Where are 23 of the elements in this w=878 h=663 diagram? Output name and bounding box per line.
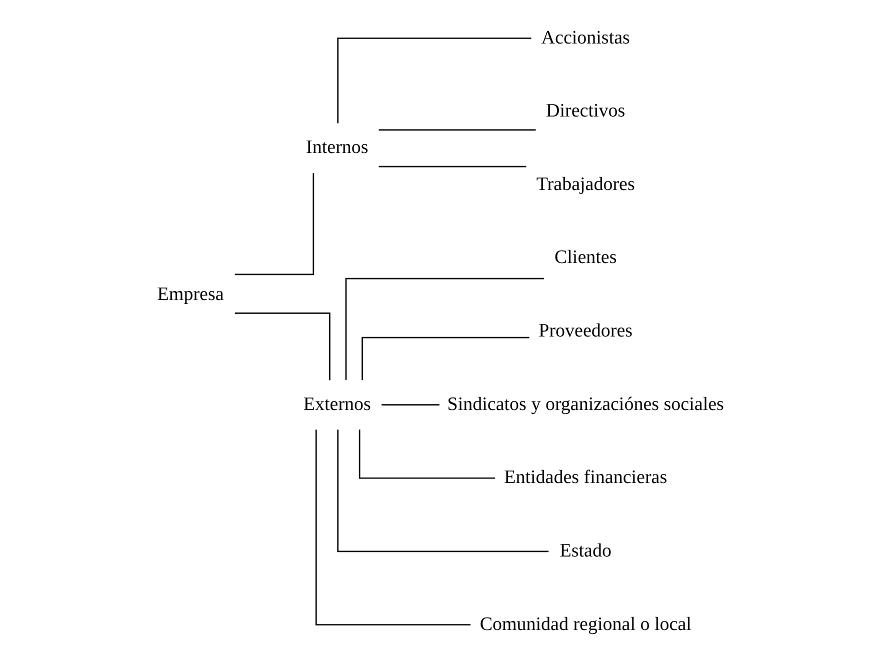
node-text: Trabajadores	[536, 174, 635, 195]
node-text: Proveedores	[538, 320, 633, 342]
node-text: Sindicatos y organizaciónes sociales	[447, 394, 724, 415]
node-text: Empresa	[157, 284, 224, 305]
connector	[362, 336, 530, 380]
node-text: Comunidad regional o local	[480, 614, 692, 635]
connector	[337, 38, 532, 124]
connector	[234, 312, 330, 380]
connector	[337, 430, 549, 552]
node-text: Entidades financieras	[504, 467, 668, 488]
connector	[358, 430, 495, 479]
node-text: Internos	[306, 137, 368, 158]
node-text: Clientes	[554, 247, 617, 268]
connector	[382, 404, 440, 406]
node-text: Estado	[560, 540, 612, 562]
connector	[378, 166, 526, 168]
connector	[315, 430, 471, 626]
node-text: Accionistas	[541, 27, 630, 48]
connector	[345, 278, 544, 380]
node-text: Directivos	[546, 100, 626, 122]
connector	[378, 129, 536, 131]
node-text: Externos	[303, 394, 371, 415]
connector	[234, 173, 314, 276]
